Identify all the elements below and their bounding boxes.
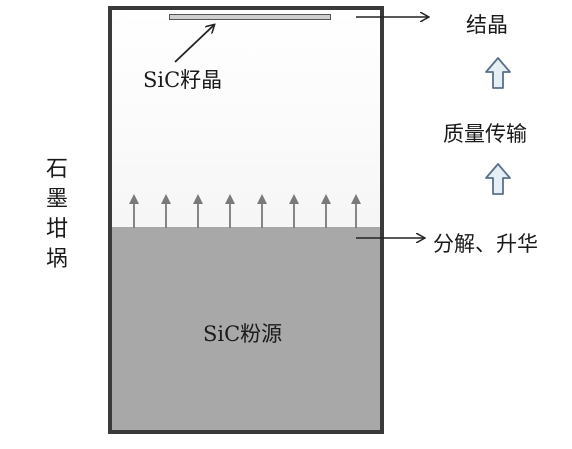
mass-transport-label: 质量传输 bbox=[443, 122, 527, 146]
sic-powder-source bbox=[112, 227, 380, 430]
flow-up-arrow-bottom-icon bbox=[485, 163, 511, 195]
powder-source-label: SiC粉源 bbox=[203, 322, 283, 346]
graphite-crucible-label: 石墨坩埚 bbox=[45, 157, 68, 272]
vapor-arrow-icon bbox=[129, 194, 139, 228]
seed-crystal-label: SiC籽晶 bbox=[143, 68, 223, 92]
seed-pointer-arrow-icon bbox=[174, 25, 214, 63]
vapor-arrow-icon bbox=[257, 194, 267, 228]
vapor-arrow-icon bbox=[289, 194, 299, 228]
graphite-crucible bbox=[108, 6, 384, 434]
crystallization-label: 结晶 bbox=[466, 13, 508, 37]
sublimation-arrows bbox=[129, 194, 361, 228]
decomposition-sublimation-label: 分解、升华 bbox=[433, 232, 538, 256]
vapor-arrow-icon bbox=[161, 194, 171, 228]
vapor-arrow-icon bbox=[193, 194, 203, 228]
flow-up-arrow-top-icon bbox=[485, 57, 511, 89]
vapor-arrow-icon bbox=[225, 194, 235, 228]
vapor-arrow-icon bbox=[321, 194, 331, 228]
seed-crystal-plate bbox=[169, 14, 331, 20]
vapor-arrow-icon bbox=[351, 194, 361, 228]
